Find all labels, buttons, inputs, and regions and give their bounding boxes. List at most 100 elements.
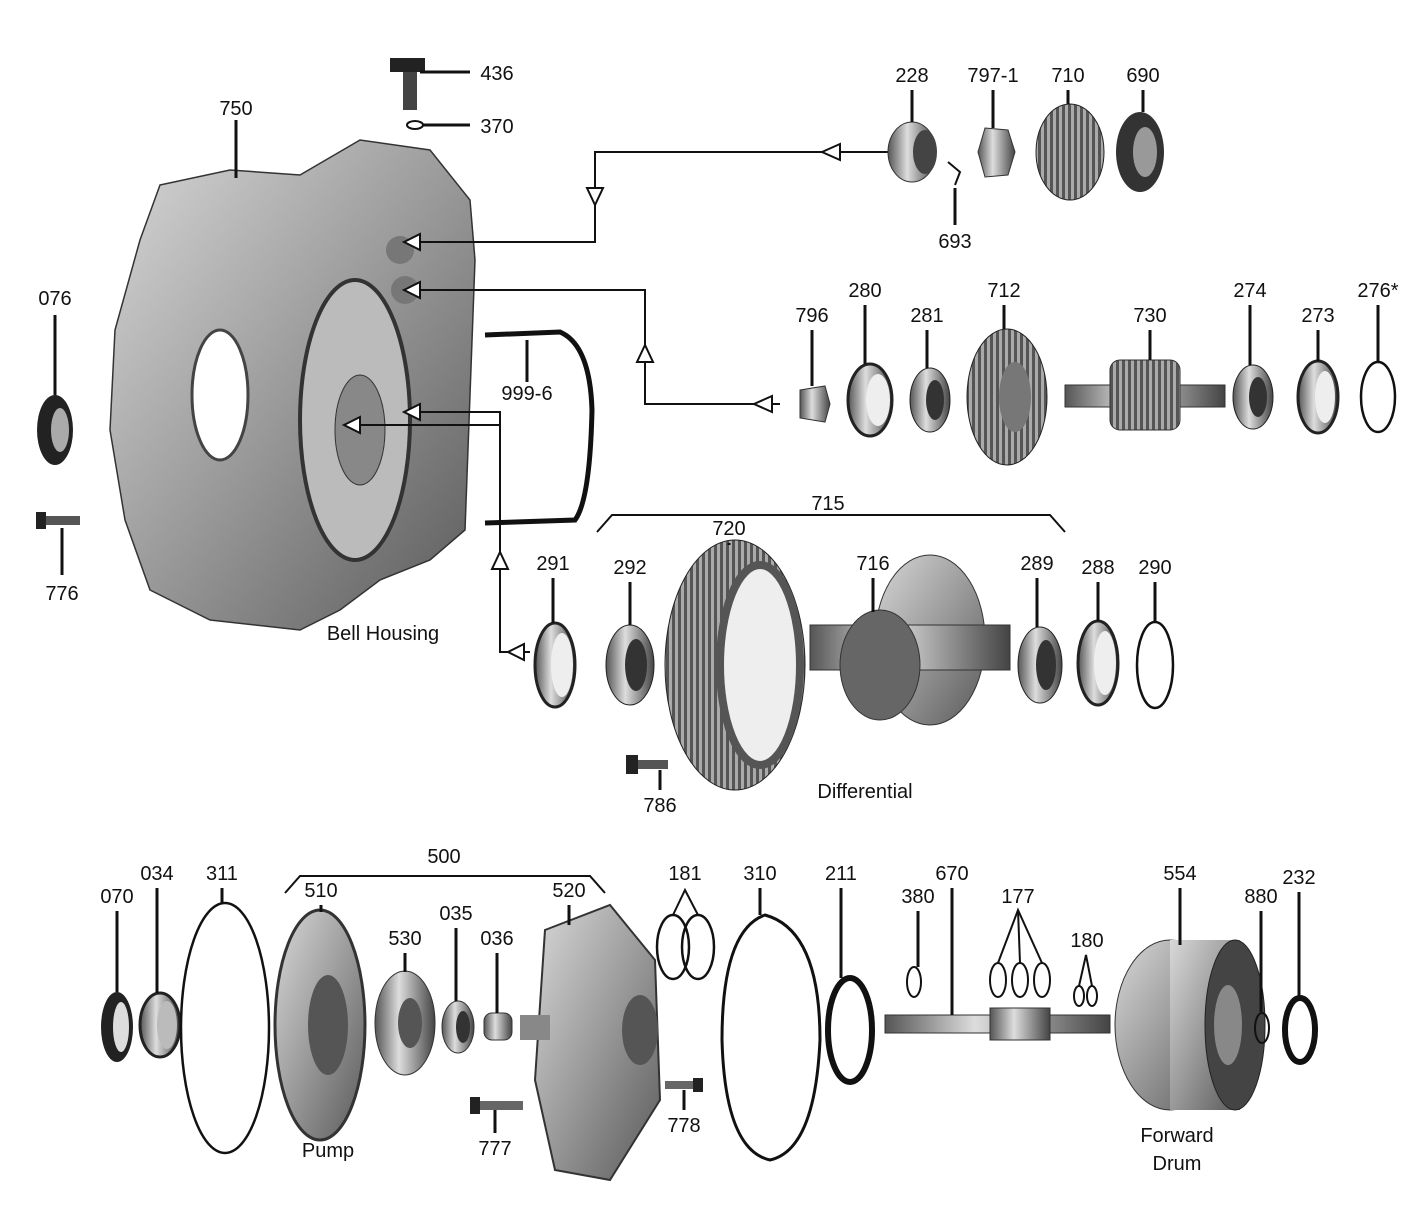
label-310: 310 xyxy=(743,863,776,885)
label-796: 796 xyxy=(795,305,828,327)
seal-ring-181-part xyxy=(655,913,691,981)
arrow-icon xyxy=(490,549,510,570)
label-276: 276* xyxy=(1357,280,1398,302)
seal-070-part xyxy=(101,992,133,1062)
label-076: 076 xyxy=(38,288,71,310)
label-281: 281 xyxy=(910,305,943,327)
snap-ring-880-part xyxy=(1254,1012,1270,1044)
leader-line xyxy=(1017,909,1021,964)
bearing-292-part xyxy=(605,624,655,706)
bushing-035-part xyxy=(441,1000,475,1054)
gasket-310-part xyxy=(720,913,822,1162)
label-670: 670 xyxy=(935,863,968,885)
label-712: 712 xyxy=(987,280,1020,302)
label-716: 716 xyxy=(856,553,889,575)
shim-276-part xyxy=(1359,360,1397,434)
bearing-274-part xyxy=(1232,364,1274,430)
nut-797-1-part xyxy=(977,127,1016,178)
label-380: 380 xyxy=(901,886,934,908)
race-280-part xyxy=(846,362,894,438)
oring-311-part xyxy=(179,901,271,1155)
label-778: 778 xyxy=(667,1115,700,1137)
label-370: 370 xyxy=(480,116,513,138)
caption-bell-housing: Bell Housing xyxy=(327,623,439,645)
bell-housing-part xyxy=(109,139,476,631)
race-273-part xyxy=(1296,359,1340,435)
bolt-436-part xyxy=(403,62,417,110)
nut-796-part xyxy=(799,385,831,423)
arrow-icon xyxy=(401,402,421,422)
gasket-999-6-part xyxy=(484,329,595,526)
seal-ring-177-part xyxy=(1011,962,1029,998)
caption-pump: Pump xyxy=(302,1140,354,1162)
label-797-1: 797-1 xyxy=(967,65,1018,87)
label-274: 274 xyxy=(1233,280,1266,302)
oring-211-part xyxy=(825,975,875,1085)
arrow-icon xyxy=(341,415,361,435)
shaft-670-part xyxy=(884,1007,1111,1041)
label-273: 273 xyxy=(1301,305,1334,327)
gear-hub-icon xyxy=(999,362,1031,432)
race-288-part xyxy=(1076,619,1120,707)
shim-290-part xyxy=(1135,620,1175,710)
seal-380-part xyxy=(906,966,922,998)
label-730: 730 xyxy=(1133,305,1166,327)
gear-690-part xyxy=(1116,112,1164,192)
label-292: 292 xyxy=(613,557,646,579)
label-530: 530 xyxy=(388,928,421,950)
arrow-icon xyxy=(819,142,841,162)
label-880: 880 xyxy=(1244,886,1277,908)
sleeve-036-part xyxy=(483,1012,513,1041)
seal-ring-177-part xyxy=(1033,962,1051,998)
shaft-730-part xyxy=(1064,359,1226,431)
label-311: 311 xyxy=(206,863,238,885)
label-520: 520 xyxy=(552,880,585,902)
arrow-icon xyxy=(635,342,655,363)
seal-ring-180-part xyxy=(1086,985,1098,1007)
label-777: 777 xyxy=(478,1138,511,1160)
arrow-icon xyxy=(751,394,773,414)
gear-530-part xyxy=(374,970,436,1076)
caption-differential: Differential xyxy=(817,781,912,803)
leader-line xyxy=(1078,954,1093,987)
forward-drum-554-part xyxy=(1114,939,1266,1111)
oring-370-part xyxy=(406,120,424,130)
label-290: 290 xyxy=(1138,557,1171,579)
bolt-776-part xyxy=(36,512,80,529)
bolt-head-icon xyxy=(390,58,425,72)
leader-line xyxy=(672,887,699,916)
label-720: 720 xyxy=(712,518,745,540)
pump-cover-510-part xyxy=(273,908,367,1142)
label-510: 510 xyxy=(304,880,337,902)
label-211: 211 xyxy=(825,863,857,885)
label-177: 177 xyxy=(1001,886,1034,908)
pump-body-520-part xyxy=(520,903,662,1182)
bolt-778-part xyxy=(665,1078,703,1092)
label-034: 034 xyxy=(140,863,173,885)
label-554: 554 xyxy=(1163,863,1196,885)
label-500: 500 xyxy=(427,846,460,868)
label-280: 280 xyxy=(848,280,881,302)
label-228: 228 xyxy=(895,65,928,87)
label-036: 036 xyxy=(480,928,513,950)
label-786: 786 xyxy=(643,795,676,817)
label-181: 181 xyxy=(668,863,701,885)
caption-forward-drum-line1: Forward xyxy=(1140,1125,1213,1147)
bearing-281-part xyxy=(909,367,951,433)
label-288: 288 xyxy=(1081,557,1114,579)
arrow-icon xyxy=(505,642,525,662)
label-070: 070 xyxy=(100,886,133,908)
bearing-289-part xyxy=(1017,626,1063,704)
bracket-500 xyxy=(284,875,606,894)
ring-gear-720-part xyxy=(664,539,806,791)
label-750: 750 xyxy=(219,98,252,120)
bushing-034-part xyxy=(138,991,182,1059)
label-690: 690 xyxy=(1126,65,1159,87)
seal-ring-180-part xyxy=(1073,985,1085,1007)
seal-ring-177-part xyxy=(989,962,1007,998)
label-232: 232 xyxy=(1282,867,1315,889)
caption-forward-drum-line2: Drum xyxy=(1153,1153,1202,1175)
assembly-arrow-path xyxy=(410,151,890,243)
